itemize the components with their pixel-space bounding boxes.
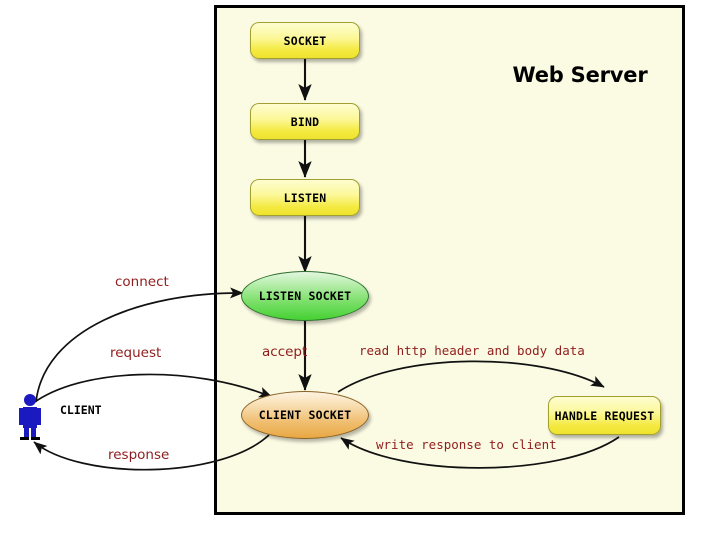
- edge-label-accept: accept: [262, 344, 308, 360]
- node-listen-socket-label: LISTEN SOCKET: [258, 289, 352, 303]
- node-bind-label: BIND: [290, 114, 320, 129]
- edge-label-response: response: [108, 447, 170, 463]
- edge-label-request: request: [110, 345, 162, 361]
- node-socket[interactable]: SOCKET: [250, 22, 360, 59]
- node-socket-label: SOCKET: [283, 33, 327, 48]
- edge-label-connect: connect: [115, 274, 169, 290]
- edge-label-read: read http header and body data: [359, 343, 585, 358]
- node-listen[interactable]: LISTEN: [250, 179, 360, 216]
- node-handle-request-label: HANDLE REQUEST: [554, 408, 655, 423]
- node-listen-label: LISTEN: [283, 190, 327, 205]
- actor-client[interactable]: CLIENT: [18, 392, 128, 442]
- actor-client-label: CLIENT: [60, 403, 102, 417]
- node-bind[interactable]: BIND: [250, 103, 360, 140]
- person-icon: [19, 394, 41, 440]
- node-client-socket[interactable]: CLIENT SOCKET: [241, 391, 369, 439]
- node-client-socket-label: CLIENT SOCKET: [258, 408, 352, 422]
- edge-label-write: write response to client: [376, 437, 557, 452]
- node-listen-socket[interactable]: LISTEN SOCKET: [241, 271, 369, 321]
- node-handle-request[interactable]: HANDLE REQUEST: [548, 396, 661, 435]
- page-title: Web Server: [512, 63, 648, 87]
